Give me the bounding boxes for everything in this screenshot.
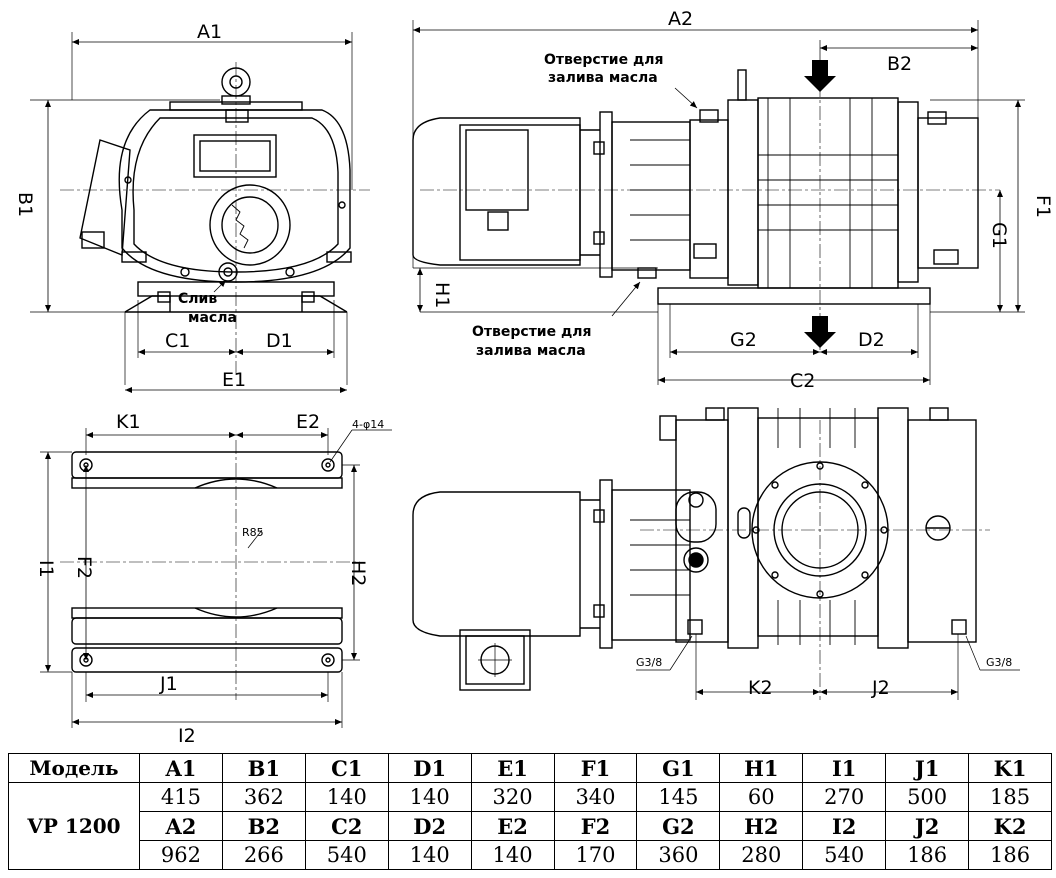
- table-cell: 140: [304, 782, 389, 812]
- dim-label-e2: E2: [296, 411, 320, 433]
- radius-note: R85: [242, 526, 264, 539]
- dim-label-a1: A1: [197, 21, 222, 43]
- table-header: C2: [304, 811, 389, 841]
- table-cell: 360: [636, 840, 721, 870]
- dim-label-k2: K2: [748, 677, 773, 699]
- dim-label-g2: G2: [730, 329, 757, 351]
- table-cell: 140: [387, 782, 472, 812]
- model-name: VP 1200: [8, 782, 140, 870]
- oil-drain-label-2: масла: [188, 310, 237, 326]
- table-header: C1: [304, 753, 389, 783]
- oil-fill-bottom-label-2: залива масла: [476, 343, 586, 359]
- table-header: F2: [553, 811, 638, 841]
- dim-label-b2: B2: [887, 53, 912, 75]
- dim-label-j2: J2: [871, 677, 890, 699]
- table-header: K2: [968, 811, 1052, 841]
- dim-label-c1: C1: [165, 330, 190, 352]
- table-cell: 270: [802, 782, 887, 812]
- table-header: D2: [387, 811, 472, 841]
- dim-label-d1: D1: [266, 330, 293, 352]
- table-header: E2: [470, 811, 555, 841]
- specification-table: Модель A1 B1 C1 D1 E1 F1 G1 H1 I1 J1 K1 …: [8, 753, 1052, 870]
- oil-fill-top-label-2: залива масла: [548, 70, 658, 86]
- table-header: B2: [221, 811, 306, 841]
- top-view: [412, 407, 1020, 700]
- table-row: VP 1200 415 362 140 140 320 340 145 60 2…: [8, 782, 1052, 870]
- dim-label-c2: C2: [790, 370, 815, 392]
- dim-label-f2: F2: [73, 556, 95, 579]
- table-cell: 320: [470, 782, 555, 812]
- table-row: A2 B2 C2 D2 E2 F2 G2 H2 I2 J2 K2: [9, 811, 1052, 841]
- table-header: G2: [636, 811, 721, 841]
- table-header: E1: [470, 753, 555, 783]
- table-row: Модель A1 B1 C1 D1 E1 F1 G1 H1 I1 J1 K1: [8, 753, 1052, 783]
- table-row: 962 266 540 140 140 170 360 280 540 186 …: [9, 840, 1052, 870]
- table-cell: 266: [221, 840, 306, 870]
- table-cell: 60: [719, 782, 804, 812]
- table-cell: 540: [802, 840, 887, 870]
- oil-fill-bottom-label: Отверстие для: [472, 324, 592, 340]
- table-cell: 962: [139, 840, 223, 870]
- base-plan-view: [40, 428, 392, 728]
- table-header: F1: [553, 753, 638, 783]
- table-cell: 340: [553, 782, 638, 812]
- dim-label-a2: A2: [668, 8, 693, 30]
- table-header: A1: [139, 753, 223, 783]
- oil-fill-top-label: Отверстие для: [544, 52, 664, 68]
- port-left-label: G3/8: [636, 656, 662, 669]
- table-header: K1: [968, 753, 1052, 783]
- holes-note: 4-φ14: [352, 418, 384, 431]
- table-header: H2: [719, 811, 804, 841]
- dim-label-e1: E1: [222, 369, 246, 391]
- table-cell: 362: [221, 782, 306, 812]
- table-header: B1: [221, 753, 306, 783]
- table-cell: 145: [636, 782, 721, 812]
- table-header: J2: [885, 811, 970, 841]
- model-header: Модель: [8, 753, 140, 783]
- table-header: D1: [387, 753, 472, 783]
- table-cell: 185: [968, 782, 1052, 812]
- oil-drain-label: Слив: [178, 291, 217, 307]
- side-view: [412, 20, 1025, 385]
- dim-label-g1: G1: [988, 222, 1010, 249]
- dim-label-i1: I1: [35, 560, 57, 578]
- table-header: J1: [885, 753, 970, 783]
- table-cell: 140: [387, 840, 472, 870]
- table-header: I2: [802, 811, 887, 841]
- table-cell: 140: [470, 840, 555, 870]
- table-header: I1: [802, 753, 887, 783]
- dim-label-h1: H1: [431, 282, 453, 308]
- table-cell: 186: [968, 840, 1052, 870]
- table-header: H1: [719, 753, 804, 783]
- dim-label-i2: I2: [178, 725, 196, 747]
- table-cell: 186: [885, 840, 970, 870]
- table-cell: 280: [719, 840, 804, 870]
- dim-label-f1: F1: [1032, 195, 1054, 218]
- table-cell: 540: [304, 840, 389, 870]
- dim-label-h2: H2: [347, 560, 369, 586]
- dim-label-k1: K1: [116, 411, 141, 433]
- table-header: A2: [139, 811, 223, 841]
- table-cell: 170: [553, 840, 638, 870]
- table-header: G1: [636, 753, 721, 783]
- dim-label-j1: J1: [159, 673, 178, 695]
- technical-drawing: A1 B1 C1 D1 E1 A2 B2 F1 G1 H1 G2 D2 C2 K…: [14, 8, 1054, 747]
- port-right-label: G3/8: [986, 656, 1012, 669]
- dim-label-b1: B1: [14, 192, 36, 217]
- dim-label-d2: D2: [858, 329, 885, 351]
- table-cell: 500: [885, 782, 970, 812]
- table-cell: 415: [139, 782, 223, 812]
- front-view: [30, 32, 370, 393]
